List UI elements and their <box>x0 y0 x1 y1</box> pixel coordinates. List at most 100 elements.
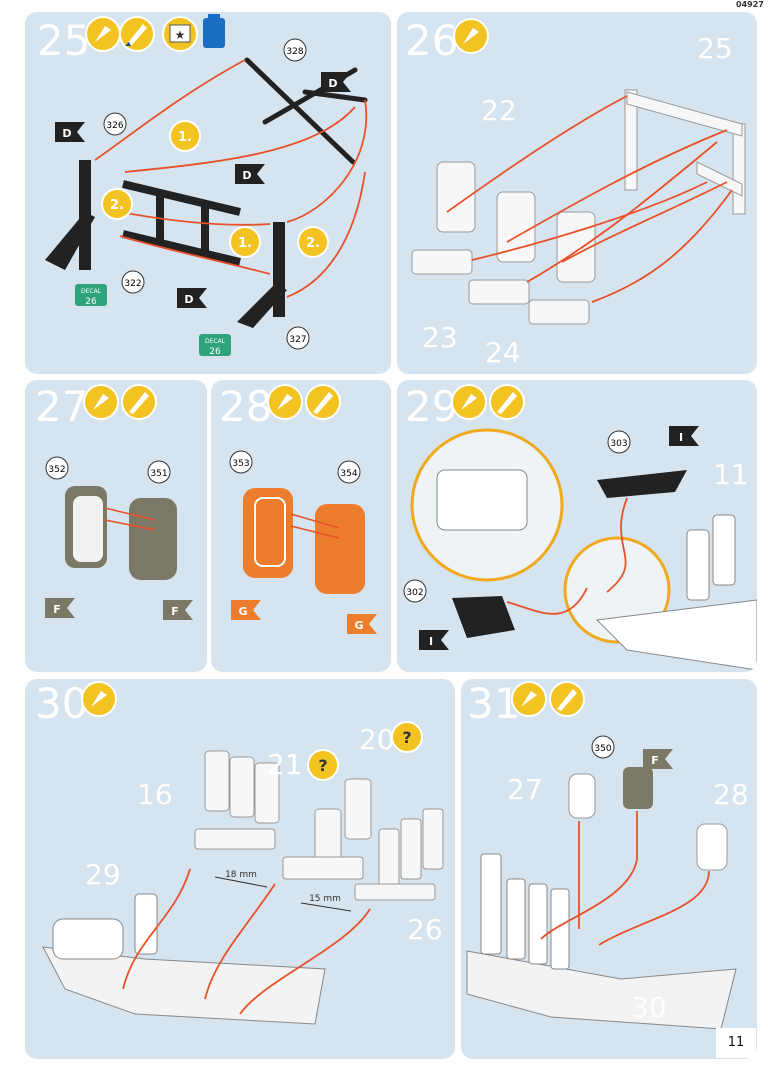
part-number: 326 <box>106 121 123 131</box>
svg-text:24: 24 <box>485 336 521 369</box>
assembly-arrows <box>290 513 340 539</box>
svg-text:2.: 2. <box>306 236 320 251</box>
svg-text:G: G <box>238 605 247 618</box>
part-27 <box>568 773 596 819</box>
frame-part-326 <box>45 160 95 270</box>
part-350 <box>623 767 653 809</box>
color-flag: D <box>55 122 85 142</box>
step-26-panel: 26 22 25 23 24 <box>397 12 757 374</box>
seat-part-352 <box>65 486 107 568</box>
step-31-illustration: 350 F 27 28 30 <box>466 681 749 1030</box>
step-number: 29 <box>405 382 459 431</box>
seat-groups <box>194 750 444 901</box>
seat-part-353 <box>243 488 293 578</box>
svg-text:30: 30 <box>631 991 667 1024</box>
svg-text:23: 23 <box>422 321 458 354</box>
svg-text:DECAL: DECAL <box>81 288 102 295</box>
color-flag: G <box>231 600 261 620</box>
callout-328: 328 <box>283 38 307 62</box>
step-number: 25 <box>37 16 91 65</box>
color-flag: F <box>163 600 193 620</box>
svg-text:16: 16 <box>137 778 173 811</box>
step-number: 28 <box>219 382 273 431</box>
svg-text:351: 351 <box>150 469 167 479</box>
svg-text:302: 302 <box>406 588 423 598</box>
part-28 <box>696 823 728 871</box>
glue-icon <box>267 384 303 420</box>
svg-text:29: 29 <box>85 858 121 891</box>
ref-label: 11 <box>713 458 749 491</box>
decal-tag: DECAL 26 <box>75 284 107 307</box>
assembly-arrows <box>540 811 710 946</box>
step-29-illustration: 303 302 I I 11 <box>403 384 757 671</box>
paint-bottle-icon <box>203 14 225 48</box>
callout-326: 326 <box>103 112 127 136</box>
svg-text:21: 21 <box>267 748 303 781</box>
dimension-15mm: 15 mm <box>300 894 352 912</box>
paint-icon <box>549 681 585 717</box>
assembly-arrows <box>104 507 156 531</box>
step-27-panel: 27 352 351 F F <box>25 380 207 672</box>
callout-302: 302 <box>403 579 427 603</box>
svg-text:26: 26 <box>85 297 97 307</box>
callout-352: 352 <box>45 456 69 480</box>
assembly-arrows <box>122 868 371 1015</box>
callout-322: 322 <box>121 270 145 294</box>
step-28-illustration: 353 354 G G <box>229 384 377 634</box>
callout-353: 353 <box>229 450 253 474</box>
color-flag: I <box>419 630 449 650</box>
part-number: 328 <box>286 47 303 57</box>
step-26-illustration: 22 25 23 24 <box>411 18 746 369</box>
svg-text:20: 20 <box>359 723 395 756</box>
svg-text:28: 28 <box>713 778 749 811</box>
ref-labels: 21 20 16 29 26 <box>85 723 443 946</box>
assembly-arrows <box>446 95 733 303</box>
step-number: 30 <box>35 679 89 728</box>
color-flag: G <box>347 614 377 634</box>
color-flag: D <box>177 288 207 308</box>
step-number: 27 <box>35 382 89 431</box>
color-flag: F <box>643 749 673 769</box>
step-number: 31 <box>467 679 521 728</box>
part-number: 327 <box>289 335 306 345</box>
assembly-arrows <box>94 59 368 298</box>
color-flag: F <box>45 598 75 618</box>
floor <box>466 853 737 1030</box>
order-badge: 1. <box>229 226 261 258</box>
svg-text:350: 350 <box>594 744 611 754</box>
order-badge: 2. <box>297 226 329 258</box>
svg-text:352: 352 <box>48 465 65 475</box>
svg-text:F: F <box>651 754 659 767</box>
paint-icon <box>305 384 341 420</box>
decal-icon: ★ <box>162 16 198 52</box>
svg-text:1.: 1. <box>178 130 192 145</box>
svg-text:354: 354 <box>340 469 357 479</box>
step-25-illustration: ★ 328 <box>45 14 368 357</box>
dimension-18mm: 18 mm <box>214 870 268 888</box>
floor <box>595 514 757 671</box>
order-badge: 2. <box>101 188 133 220</box>
svg-text:I: I <box>679 431 683 444</box>
ref-labels: 27 28 30 <box>507 773 749 1024</box>
color-flag: D <box>321 72 351 92</box>
step-25-panel: 25 ★ <box>25 12 391 374</box>
frame-part-327 <box>237 222 287 328</box>
glue-icon <box>81 681 117 717</box>
paint-icon <box>119 16 155 52</box>
step-number: 26 <box>405 16 459 65</box>
assembly-arrows <box>506 497 628 615</box>
svg-text:D: D <box>242 169 251 182</box>
svg-text:25: 25 <box>697 32 733 65</box>
part-303 <box>597 470 687 498</box>
svg-text:15 mm: 15 mm <box>309 894 341 904</box>
svg-text:F: F <box>171 605 179 618</box>
svg-text:1.: 1. <box>238 236 252 251</box>
svg-text:2.: 2. <box>110 198 124 213</box>
step-30-illustration: ? ? 18 mm 15 mm 21 20 16 29 26 <box>42 681 444 1025</box>
glue-icon <box>453 18 489 54</box>
color-flag: I <box>669 426 699 446</box>
order-badge: 1. <box>169 120 201 152</box>
frame-part-322 <box>122 180 241 266</box>
svg-text:353: 353 <box>232 459 249 469</box>
svg-text:303: 303 <box>610 439 627 449</box>
